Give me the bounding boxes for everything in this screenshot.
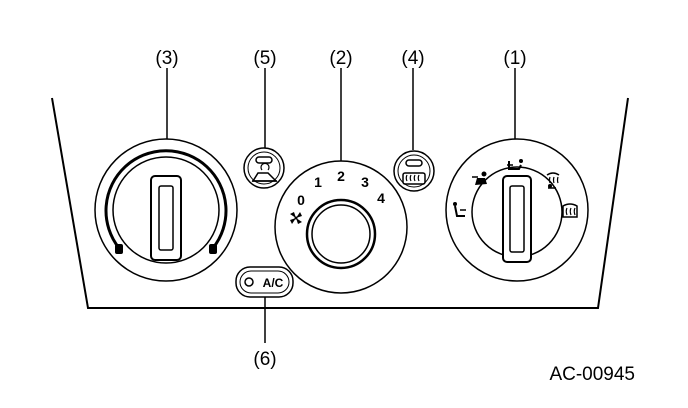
rear-defogger-button[interactable]	[393, 150, 435, 192]
bilevel-vent-icon	[472, 171, 487, 185]
face-vent-icon	[507, 159, 523, 170]
callout-4: (4)	[401, 48, 424, 69]
fan-speed-dial[interactable]: 0 1 2 3 4	[274, 160, 408, 294]
fan-icon	[290, 212, 302, 224]
airflow-mode-knob-grip	[509, 185, 525, 253]
foot-defrost-icon	[546, 172, 560, 189]
fan-speed-1: 1	[314, 174, 322, 190]
foot-vent-icon	[453, 202, 466, 217]
ac-button-label: A/C	[263, 276, 284, 290]
fan-speed-0: 0	[297, 192, 305, 208]
figure-code: AC-00945	[549, 364, 635, 385]
fan-speed-knob-inner	[311, 204, 371, 264]
defrost-icon	[562, 203, 578, 218]
panel-outline	[51, 97, 629, 309]
fan-speed-4: 4	[377, 190, 385, 206]
callout-6: (6)	[253, 349, 276, 370]
rear-defogger-icon	[402, 172, 426, 185]
indicator-lamp	[405, 159, 423, 167]
recirculation-icon	[251, 162, 278, 182]
fan-speed-2: 2	[337, 168, 345, 184]
temperature-knob-grip	[158, 185, 174, 251]
fan-speed-3: 3	[361, 174, 369, 190]
airflow-mode-dial[interactable]	[445, 138, 589, 282]
temperature-scale-arc	[104, 149, 228, 249]
callout-3: (3)	[155, 48, 178, 69]
callout-5: (5)	[253, 48, 276, 69]
cold-end-marker	[115, 244, 123, 254]
temperature-dial[interactable]	[94, 138, 238, 282]
ac-indicator-lamp	[244, 277, 254, 287]
callout-2: (2)	[329, 48, 352, 69]
hot-end-marker	[209, 244, 217, 254]
callout-1: (1)	[503, 48, 526, 69]
recirculation-button[interactable]	[243, 147, 285, 189]
ac-button[interactable]: A/C	[235, 266, 294, 298]
